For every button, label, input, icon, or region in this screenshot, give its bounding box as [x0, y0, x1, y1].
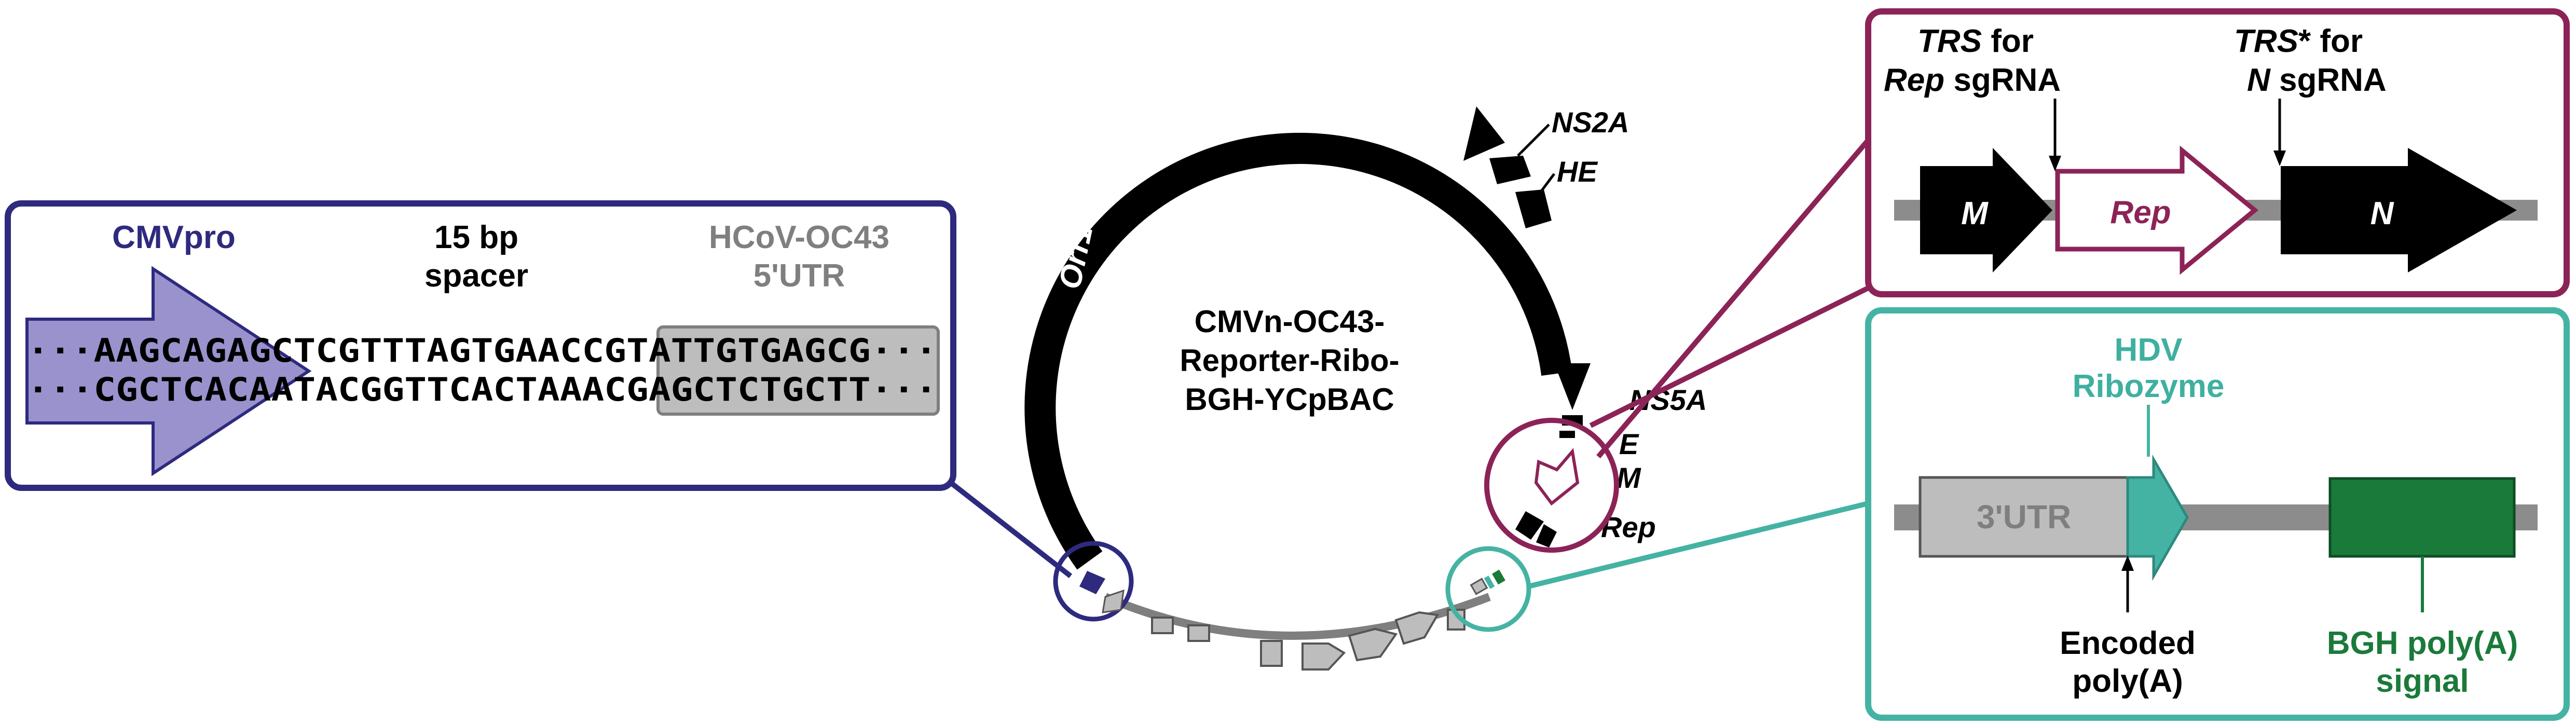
bgh-marker — [1492, 569, 1505, 585]
cmv-highlight-circle — [1053, 541, 1134, 622]
reporter-highlight-circle — [1484, 418, 1619, 553]
bottom-right-panel: HDV Ribozyme 3'UTR Encoded poly(A) BGH p… — [1865, 307, 2570, 721]
utr3-label: 3'UTR — [1977, 498, 2071, 536]
plasmid-name-line2: Reporter-Ribo- — [1180, 343, 1399, 378]
cmv-marker — [1079, 571, 1105, 594]
trs-n-label-line2: N sgRNA — [2247, 62, 2387, 98]
trs-n-label-line1: TRS* for — [2234, 23, 2363, 59]
spacer-label-line1: 15 bp — [434, 220, 518, 255]
utr5-label-line2: 5'UTR — [753, 258, 845, 294]
trs-n-arrowhead — [2273, 151, 2286, 166]
hdv-label-line1: HDV — [2115, 332, 2183, 368]
backbone-arrow-1 — [1301, 642, 1346, 671]
hdv-marker — [1484, 576, 1495, 589]
s-label: S — [1562, 310, 1598, 335]
orf1a-orf1b-junction — [1173, 110, 1183, 143]
seq-bot-dots-left: ··· — [27, 371, 93, 408]
left-connector-line — [949, 481, 1073, 578]
plasmid-name-line3: BGH-YCpBAC — [1185, 382, 1394, 417]
backbone-feature-2 — [1187, 624, 1210, 642]
plasmid-name-line1: CMVn-OC43- — [1195, 304, 1385, 339]
hdv-ribozyme-arrow — [2126, 454, 2189, 581]
utr3-box — [1919, 476, 2129, 558]
orf1b-label: Orf1b — [1318, 56, 1405, 105]
trs-rep-arrowhead — [2049, 156, 2061, 171]
seq-top-cmv: AAGCAGAGCT — [93, 332, 316, 370]
cmv-promoter-arrow — [25, 266, 312, 476]
top-right-panel: TRS for Rep sgRNA TRS* for N sgRNA M Rep… — [1865, 8, 2570, 297]
bottom-right-connector — [1527, 501, 1869, 589]
m-gene-arrow — [1920, 148, 2052, 272]
seq-top-dots-right: ··· — [871, 332, 937, 370]
backbone-feature-1 — [1151, 617, 1174, 634]
hdv-label-line2: Ribozyme — [2073, 368, 2225, 404]
he-block — [1515, 189, 1552, 228]
cmv-promoter-label: CMVpro — [112, 220, 236, 255]
backbone-arrow-3 — [1394, 611, 1440, 645]
backbone-feature-3 — [1260, 640, 1283, 667]
genome-arc — [1024, 132, 1572, 570]
backbone-arrow-2 — [1348, 627, 1398, 662]
bgh-polya-box — [2328, 477, 2516, 558]
top-right-connector-a — [1596, 138, 1870, 459]
left-panel: CMVpro 15 bp spacer HCoV-OC43 5'UTR ···A… — [5, 200, 956, 491]
seq-top-dots-left: ··· — [27, 332, 93, 370]
rep-marker-arrow — [1534, 448, 1580, 506]
left-panel-border — [5, 200, 956, 491]
ns2a-block — [1489, 156, 1531, 184]
utr3-highlight-circle — [1445, 546, 1531, 632]
spacer-label-line2: spacer — [424, 258, 528, 294]
seq-top-utr: ATTGTGAGCG — [649, 332, 871, 370]
encoded-polya-line1: Encoded — [2060, 625, 2196, 661]
utr3-marker — [1470, 578, 1488, 595]
trs-rep-label-line2: Rep sgRNA — [1884, 62, 2061, 98]
m-gene-label: M — [1961, 196, 1989, 231]
top-right-connector-b — [1589, 285, 1870, 428]
plasmid-map: Orf1a Orf1b S NS2A HE NS5A E M Rep CMVn-… — [1024, 56, 1707, 671]
e-block — [1559, 431, 1575, 438]
cmv-marker-grey — [1102, 589, 1125, 613]
n-gene-label: N — [2371, 196, 2394, 231]
rep-gene-label: Rep — [2110, 195, 2171, 230]
bgh-label-line2: signal — [2376, 663, 2469, 699]
ns2a-label: NS2A — [1552, 106, 1629, 139]
n-gene-arrow — [2281, 148, 2517, 272]
orf1b-arrowhead — [1463, 106, 1505, 161]
m-label: M — [1616, 461, 1641, 494]
encoded-polya-arrowhead — [2121, 555, 2134, 571]
seq-bot-cmv: CGCTCACAAT — [93, 371, 316, 408]
he-label: HE — [1557, 155, 1598, 188]
seq-bot-utr: AGCTCTGCTT — [649, 371, 871, 408]
seq-bot-spacer: ACGGTTCACTAAACG — [316, 371, 649, 408]
n-marker — [1536, 524, 1557, 548]
he-leader — [1538, 173, 1555, 196]
rep-gene-arrow — [2055, 145, 2259, 275]
encoded-polya-line2: poly(A) — [2072, 663, 2183, 699]
utr5-label-line1: HCoV-OC43 — [709, 220, 889, 255]
ns2a-leader — [1517, 124, 1550, 157]
bgh-label-line1: BGH poly(A) — [2327, 625, 2518, 661]
m-marker — [1515, 511, 1544, 540]
seq-bot-dots-right: ··· — [871, 371, 937, 408]
utr5-box — [656, 325, 940, 416]
s-arrowhead — [1554, 363, 1591, 410]
trs-rep-label-line1: TRS for — [1917, 23, 2034, 59]
e-label: E — [1619, 428, 1639, 460]
seq-top-spacer: CGTTTAGTGAACCGT — [316, 332, 649, 370]
